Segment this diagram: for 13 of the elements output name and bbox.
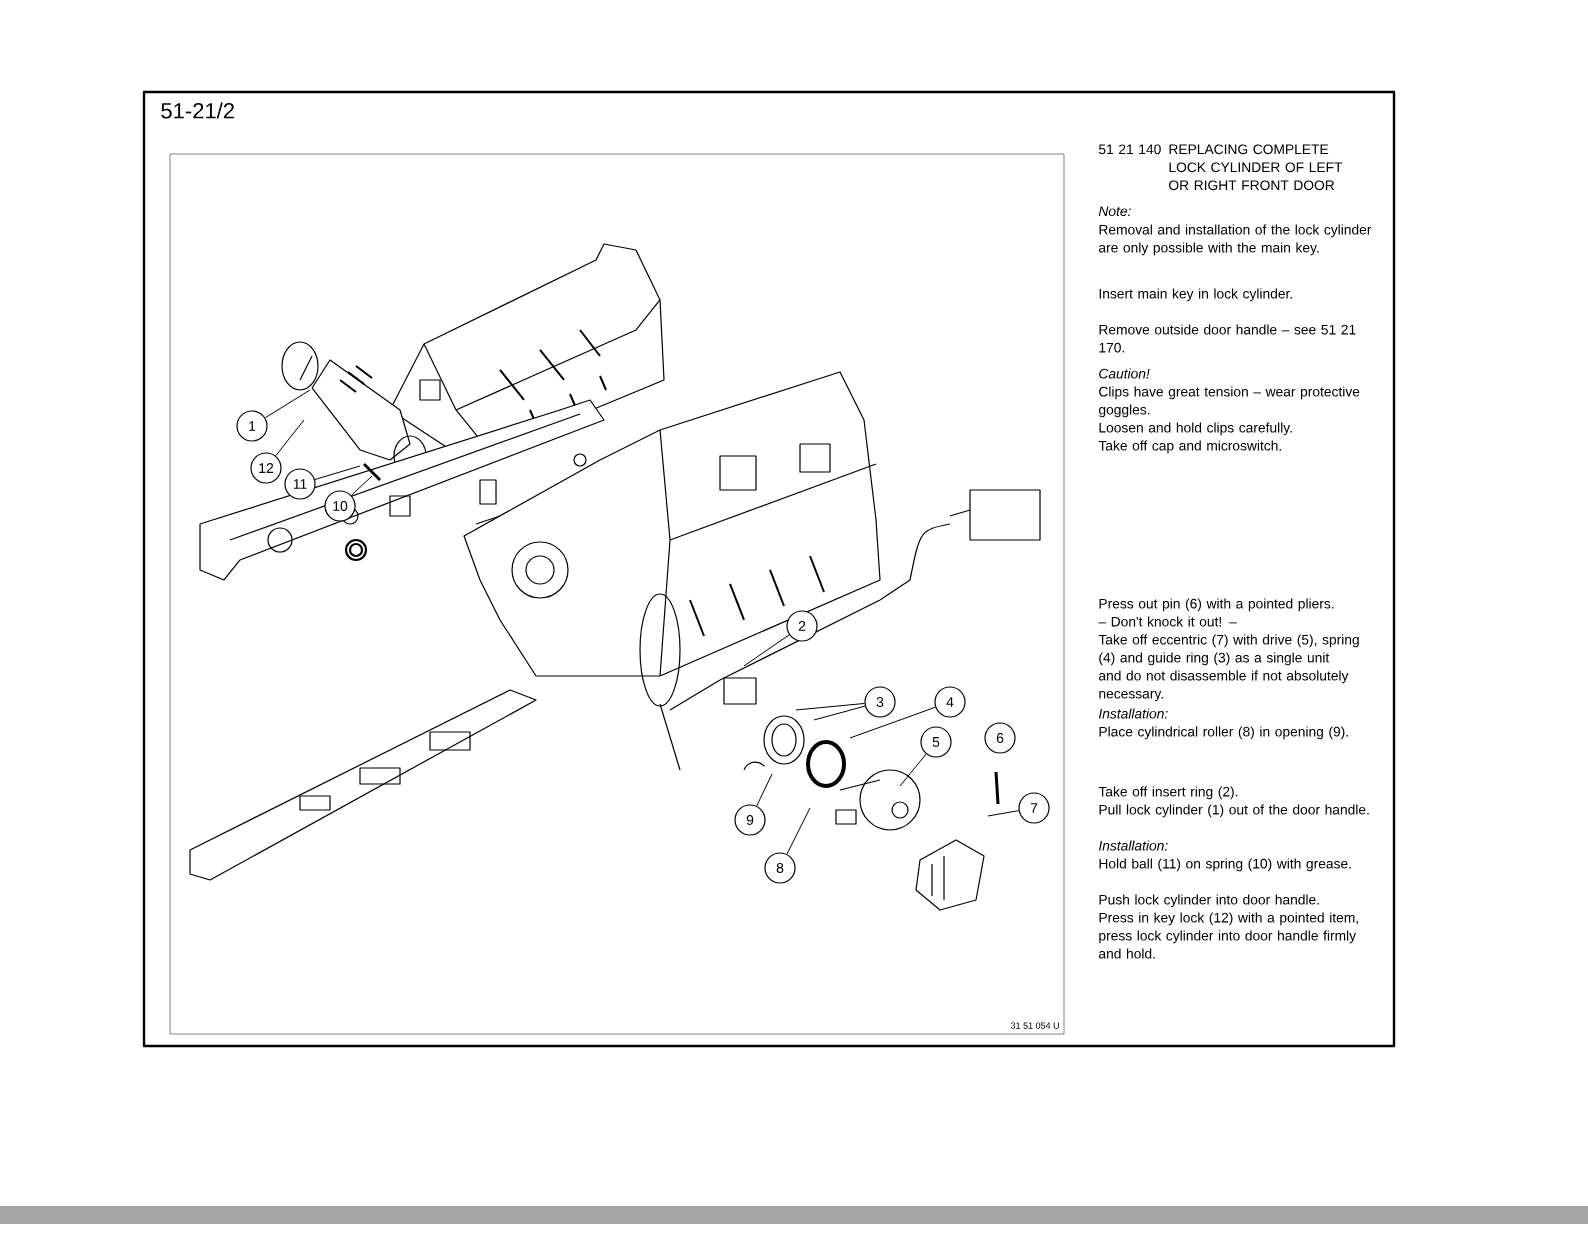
leader-line xyxy=(743,634,790,667)
leader-line xyxy=(350,475,373,496)
leader-line xyxy=(813,705,866,721)
leader-line xyxy=(264,389,311,419)
page-number: 51-21/2 xyxy=(161,102,234,119)
leader-line xyxy=(849,706,936,739)
leader-line xyxy=(795,702,865,711)
leader-line xyxy=(786,807,811,855)
leader-line xyxy=(275,419,305,457)
leader-line xyxy=(987,810,1020,817)
leader-line xyxy=(899,753,927,787)
leader-line xyxy=(756,773,773,807)
leader-line xyxy=(314,465,361,480)
